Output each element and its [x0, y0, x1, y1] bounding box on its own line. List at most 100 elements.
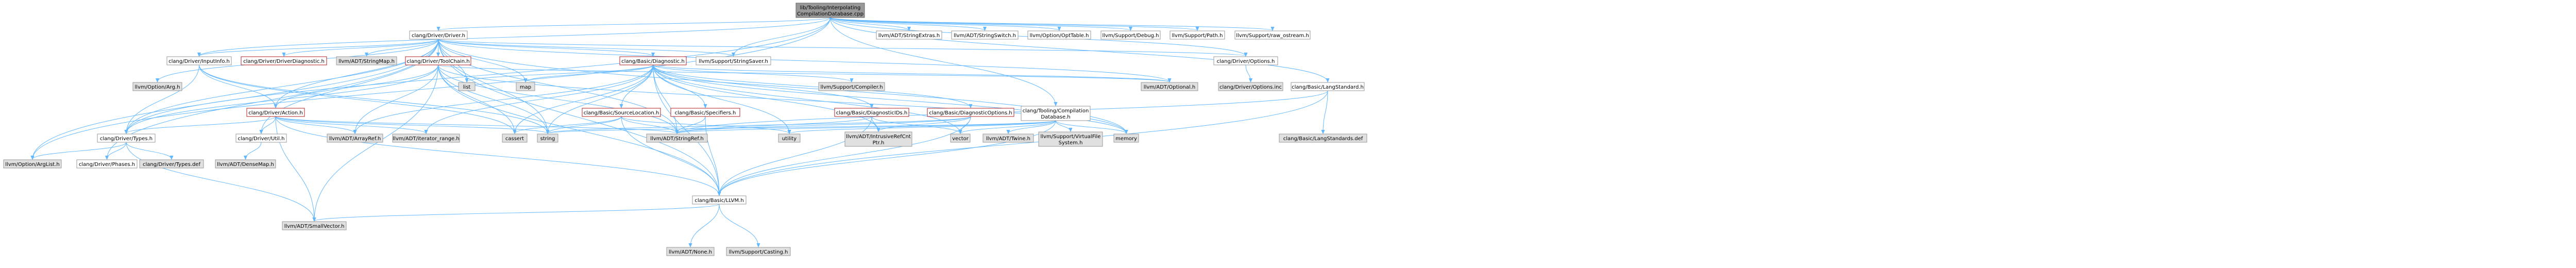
edge-llvmh-to-casting: [719, 204, 758, 247]
node-driverdiag[interactable]: clang/Driver/DriverDiagnostic.h: [241, 56, 327, 65]
node-label-intrusive: llvm/ADT/IntrusiveRefCnt: [846, 134, 911, 140]
node-box-langstd: [1291, 82, 1365, 91]
node-label-none: llvm/ADT/None.h: [669, 249, 712, 255]
node-specifiers[interactable]: clang/Basic/Specifiers.h: [670, 108, 740, 117]
node-iterrange: llvm/ADT/iterator_range.h: [392, 133, 460, 143]
edge-toolchain-to-stringref: [438, 64, 677, 133]
node-box-diagopts: [927, 108, 1014, 117]
edge-diagnostic-to-map: [526, 64, 653, 82]
node-root[interactable]: lib/Tooling/InterpolatingCompilationData…: [795, 3, 865, 18]
edge-diagnostic-to-memory: [653, 64, 1127, 133]
node-cassert: cassert: [502, 133, 528, 143]
edge-diagopts-to-stringref: [677, 116, 971, 133]
node-toolchain[interactable]: clang/Driver/ToolChain.h: [405, 56, 471, 65]
edge-action-to-iterrange: [275, 116, 426, 133]
node-util[interactable]: clang/Driver/Util.h: [235, 133, 287, 143]
node-box-phases: [76, 159, 138, 169]
node-box-diagids: [834, 108, 909, 117]
node-compdb[interactable]: clang/Tooling/CompilationDatabase.h: [1021, 106, 1091, 121]
node-path[interactable]: llvm/Support/Path.h: [1170, 30, 1225, 40]
node-box-diagnostic: [619, 56, 687, 65]
node-label-rawostream: llvm/Support/raw_ostream.h: [1236, 33, 1309, 39]
node-label-diagopts: clang/Basic/DiagnosticOptions.h: [929, 110, 1012, 116]
edge-compdb-to-llvmh: [719, 120, 1056, 195]
node-box-srcloc: [582, 108, 661, 117]
node-diagids[interactable]: clang/Basic/DiagnosticIDs.h: [834, 108, 909, 117]
edge-types-to-arglist: [32, 142, 127, 159]
edge-diagnostic-to-utility: [653, 64, 790, 133]
node-box-debug: [1100, 30, 1161, 40]
node-box-action: [246, 108, 305, 117]
node-label-root: CompilationDatabase.cpp: [797, 11, 863, 17]
node-srcloc[interactable]: clang/Basic/SourceLocation.h: [582, 108, 661, 117]
edge-srcloc-to-cassert: [515, 116, 622, 133]
edge-driver-to-driverdiag: [284, 39, 439, 56]
node-label-compdb: clang/Tooling/Compilation: [1023, 108, 1089, 114]
node-debug[interactable]: llvm/Support/Debug.h: [1100, 30, 1161, 40]
node-box-inputinfo: [166, 56, 232, 65]
node-strextras[interactable]: llvm/ADT/StringExtras.h: [876, 30, 942, 40]
node-action[interactable]: clang/Driver/Action.h: [246, 108, 305, 117]
node-strswitch[interactable]: llvm/ADT/StringSwitch.h: [951, 30, 1019, 40]
edge-toolchain-to-action: [276, 64, 438, 108]
edge-diagnostic-to-list: [467, 64, 653, 82]
edge-action-to-util: [261, 116, 276, 133]
node-list: list: [458, 82, 476, 91]
node-diagopts[interactable]: clang/Basic/DiagnosticOptions.h: [927, 108, 1014, 117]
node-label-cassert: cassert: [505, 136, 524, 142]
node-driver[interactable]: clang/Driver/Driver.h: [409, 30, 468, 40]
node-box-arglist: [3, 159, 62, 169]
node-typesdef: clang/Driver/Types.def: [139, 159, 204, 169]
edge-compdb-to-string: [548, 120, 1056, 133]
node-label-smallvector: llvm/ADT/SmallVector.h: [284, 224, 345, 229]
edge-compdb-to-twine: [1008, 120, 1056, 133]
node-label-string: string: [540, 136, 555, 142]
node-phases[interactable]: clang/Driver/Phases.h: [76, 159, 138, 169]
node-label-strextras: llvm/ADT/StringExtras.h: [878, 33, 940, 39]
edge-diagnostic-to-cassert: [515, 64, 653, 133]
node-label-driver: clang/Driver/Driver.h: [412, 33, 465, 39]
edge-diagnostic-to-optional: [653, 64, 1170, 82]
node-llvmh[interactable]: clang/Basic/LLVM.h: [692, 195, 747, 205]
node-box-typesdef: [139, 159, 204, 169]
node-opttable[interactable]: llvm/Option/OptTable.h: [1027, 30, 1091, 40]
edge-srcloc-to-string: [548, 116, 622, 133]
node-label-intrusive: Ptr.h: [873, 140, 885, 146]
node-label-driveroptions: clang/Driver/Options.h: [1217, 59, 1275, 64]
node-box-intrusive: [844, 131, 912, 147]
node-box-string: [537, 133, 558, 143]
node-box-map: [516, 82, 535, 91]
edge-inputinfo-to-cassert: [199, 64, 515, 133]
edge-root-to-driver: [438, 17, 831, 30]
node-box-strmap: [336, 56, 397, 65]
node-strmap: llvm/ADT/StringMap.h: [336, 56, 397, 65]
node-label-optarg: llvm/Option/Arg.h: [135, 85, 180, 90]
node-label-langstd: clang/Basic/LangStandard.h: [1292, 85, 1364, 90]
edge-driver-to-strmap: [367, 39, 439, 56]
node-label-specifiers: clang/Basic/Specifiers.h: [675, 110, 736, 116]
node-label-root: lib/Tooling/Interpolating: [800, 5, 861, 11]
node-label-driverdiag: clang/Driver/DriverDiagnostic.h: [243, 59, 325, 64]
node-box-optarg: [132, 82, 182, 91]
node-stringsaver[interactable]: llvm/Support/StringSaver.h: [696, 56, 771, 65]
node-inputinfo[interactable]: clang/Driver/InputInfo.h: [166, 56, 232, 65]
edge-root-to-compdb: [830, 17, 1056, 106]
edge-diagids-to-vector: [871, 116, 960, 133]
node-types[interactable]: clang/Driver/Types.h: [97, 133, 156, 143]
node-box-strextras: [876, 30, 942, 40]
node-box-vfs: [1038, 131, 1103, 147]
edge-root-to-strswitch: [830, 17, 985, 30]
node-rawostream[interactable]: llvm/Support/raw_ostream.h: [1234, 30, 1311, 40]
edge-driver-to-inputinfo: [199, 39, 439, 56]
node-box-rawostream: [1234, 30, 1311, 40]
node-label-strmap: llvm/ADT/StringMap.h: [338, 59, 395, 64]
edge-llvmh-to-none: [690, 204, 720, 247]
node-label-arrayref: llvm/ADT/ArrayRef.h: [329, 136, 381, 142]
node-driveroptions[interactable]: clang/Driver/Options.h: [1213, 56, 1278, 65]
node-diagnostic[interactable]: clang/Basic/Diagnostic.h: [619, 56, 687, 65]
node-langstd[interactable]: clang/Basic/LangStandard.h: [1291, 82, 1365, 91]
edge-diagnostic-to-llvmh: [653, 64, 720, 195]
node-label-arglist: llvm/Option/ArgList.h: [5, 162, 59, 167]
node-label-diagids: clang/Basic/DiagnosticIDs.h: [836, 110, 908, 116]
